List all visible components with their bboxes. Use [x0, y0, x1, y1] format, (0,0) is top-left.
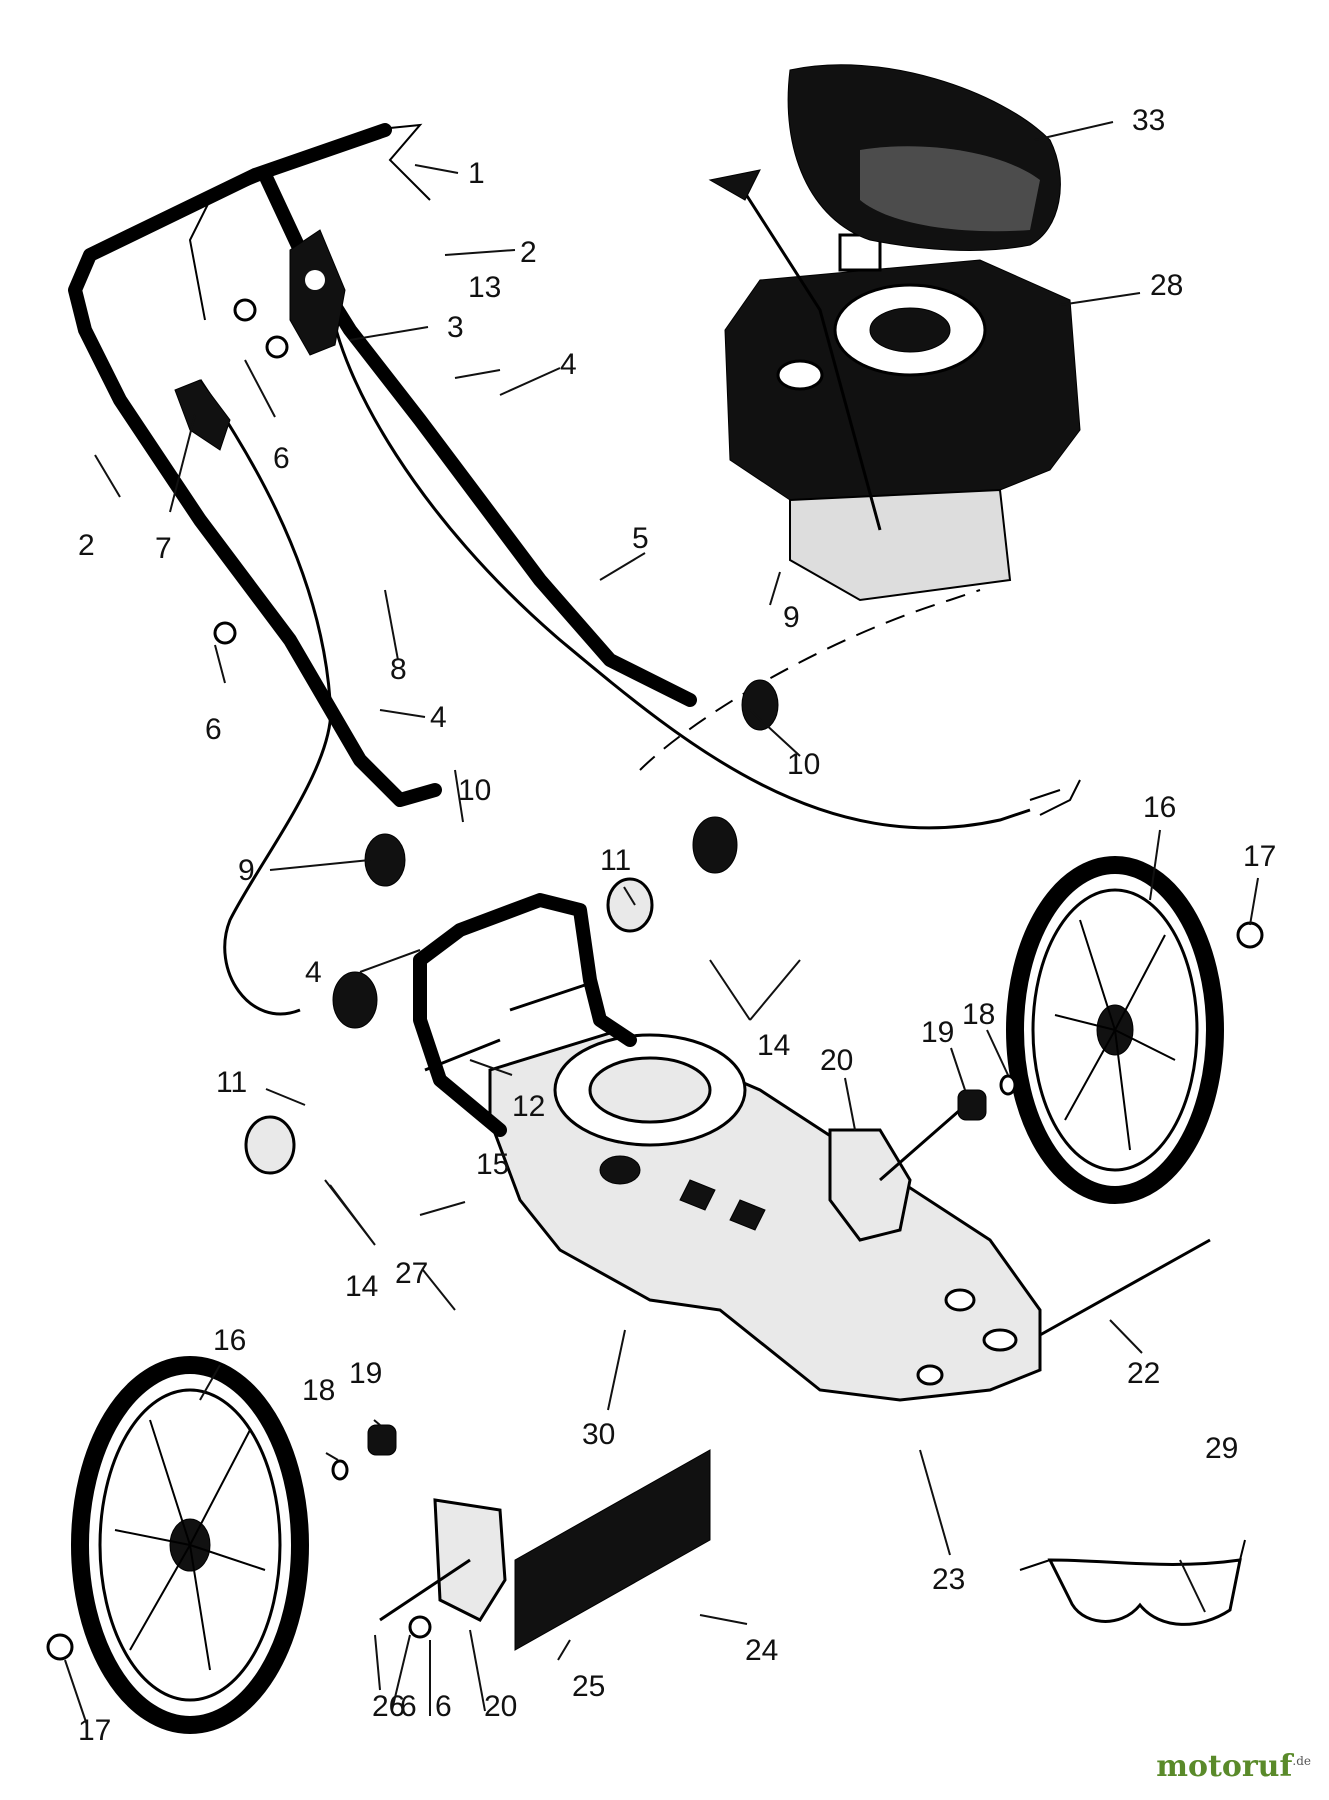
- callout-22: 22: [1127, 1357, 1160, 1390]
- bolts: [424, 983, 1211, 1337]
- callout-12: 12: [512, 1090, 545, 1123]
- leader-lines: [64, 121, 1259, 1726]
- lower-handle: [413, 893, 637, 1137]
- engine: [724, 233, 1081, 602]
- callout-19: 19: [921, 1016, 954, 1049]
- left-wheel: [71, 1356, 309, 1734]
- callout-5: 5: [632, 522, 649, 555]
- callout-24: 24: [745, 1634, 778, 1667]
- callout-14: 14: [345, 1270, 378, 1303]
- callout-8: 8: [390, 653, 407, 686]
- part-labels: 1 2 2 3 4 4 4 5 6 6 6 6 7 8 9 9 10 10 11…: [78, 104, 1276, 1747]
- callout-11: 11: [600, 844, 631, 877]
- callout-11: 11: [216, 1066, 247, 1099]
- callout-4: 4: [430, 701, 447, 734]
- axle-brackets: [379, 1108, 961, 1622]
- callout-18: 18: [302, 1374, 335, 1407]
- callout-6: 6: [273, 442, 290, 475]
- callout-4: 4: [305, 956, 322, 989]
- callout-2: 2: [520, 236, 537, 269]
- mower-deck: [488, 1028, 1042, 1402]
- callout-2: 2: [78, 529, 95, 562]
- callout-14: 14: [757, 1029, 790, 1062]
- callout-25: 25: [572, 1670, 605, 1703]
- callout-6: 6: [205, 713, 222, 746]
- right-wheel: [1006, 856, 1224, 1204]
- callout-26: 26: [372, 1690, 405, 1723]
- callout-16: 16: [213, 1324, 246, 1357]
- callout-33: 33: [1132, 104, 1165, 137]
- callout-30: 30: [582, 1418, 615, 1451]
- watermark-suffix: .de: [1292, 1754, 1311, 1768]
- handle-knobs: [244, 679, 779, 1175]
- deflector-skirt: [514, 1449, 711, 1651]
- watermark-brand: motoruf: [1156, 1749, 1293, 1784]
- callout-4: 4: [560, 348, 577, 381]
- hex-nuts: [46, 298, 1264, 1661]
- engine-control: [174, 229, 346, 451]
- engine-cover: [787, 64, 1061, 251]
- callout-29: 29: [1205, 1432, 1238, 1465]
- callout-23: 23: [932, 1563, 965, 1596]
- callout-17: 17: [78, 1714, 111, 1747]
- callout-9: 9: [238, 854, 255, 887]
- upper-handle: [68, 123, 697, 807]
- callout-10: 10: [787, 748, 820, 781]
- callout-3: 3: [447, 311, 464, 344]
- callout-17: 17: [1243, 840, 1276, 873]
- spacers: [331, 1074, 1017, 1481]
- callout-10: 10: [458, 774, 491, 807]
- callout-20: 20: [820, 1044, 853, 1077]
- control-cables: [198, 299, 1081, 1016]
- callout-13: 13: [468, 271, 501, 304]
- callout-19: 19: [349, 1357, 382, 1390]
- dipstick: [708, 169, 882, 531]
- callout-28: 28: [1150, 269, 1183, 302]
- callout-6: 6: [435, 1690, 452, 1723]
- callout-20: 20: [484, 1690, 517, 1723]
- callout-15: 15: [476, 1148, 509, 1181]
- callout-6: 6: [400, 1690, 417, 1723]
- callout-9: 9: [783, 601, 800, 634]
- safety-glasses: [1019, 1539, 1246, 1626]
- callout-18: 18: [962, 998, 995, 1031]
- callout-1: 1: [468, 157, 485, 190]
- callout-16: 16: [1143, 791, 1176, 824]
- callout-7: 7: [155, 532, 172, 565]
- callout-27: 27: [395, 1257, 428, 1290]
- watermark: motoruf.de: [1156, 1749, 1311, 1784]
